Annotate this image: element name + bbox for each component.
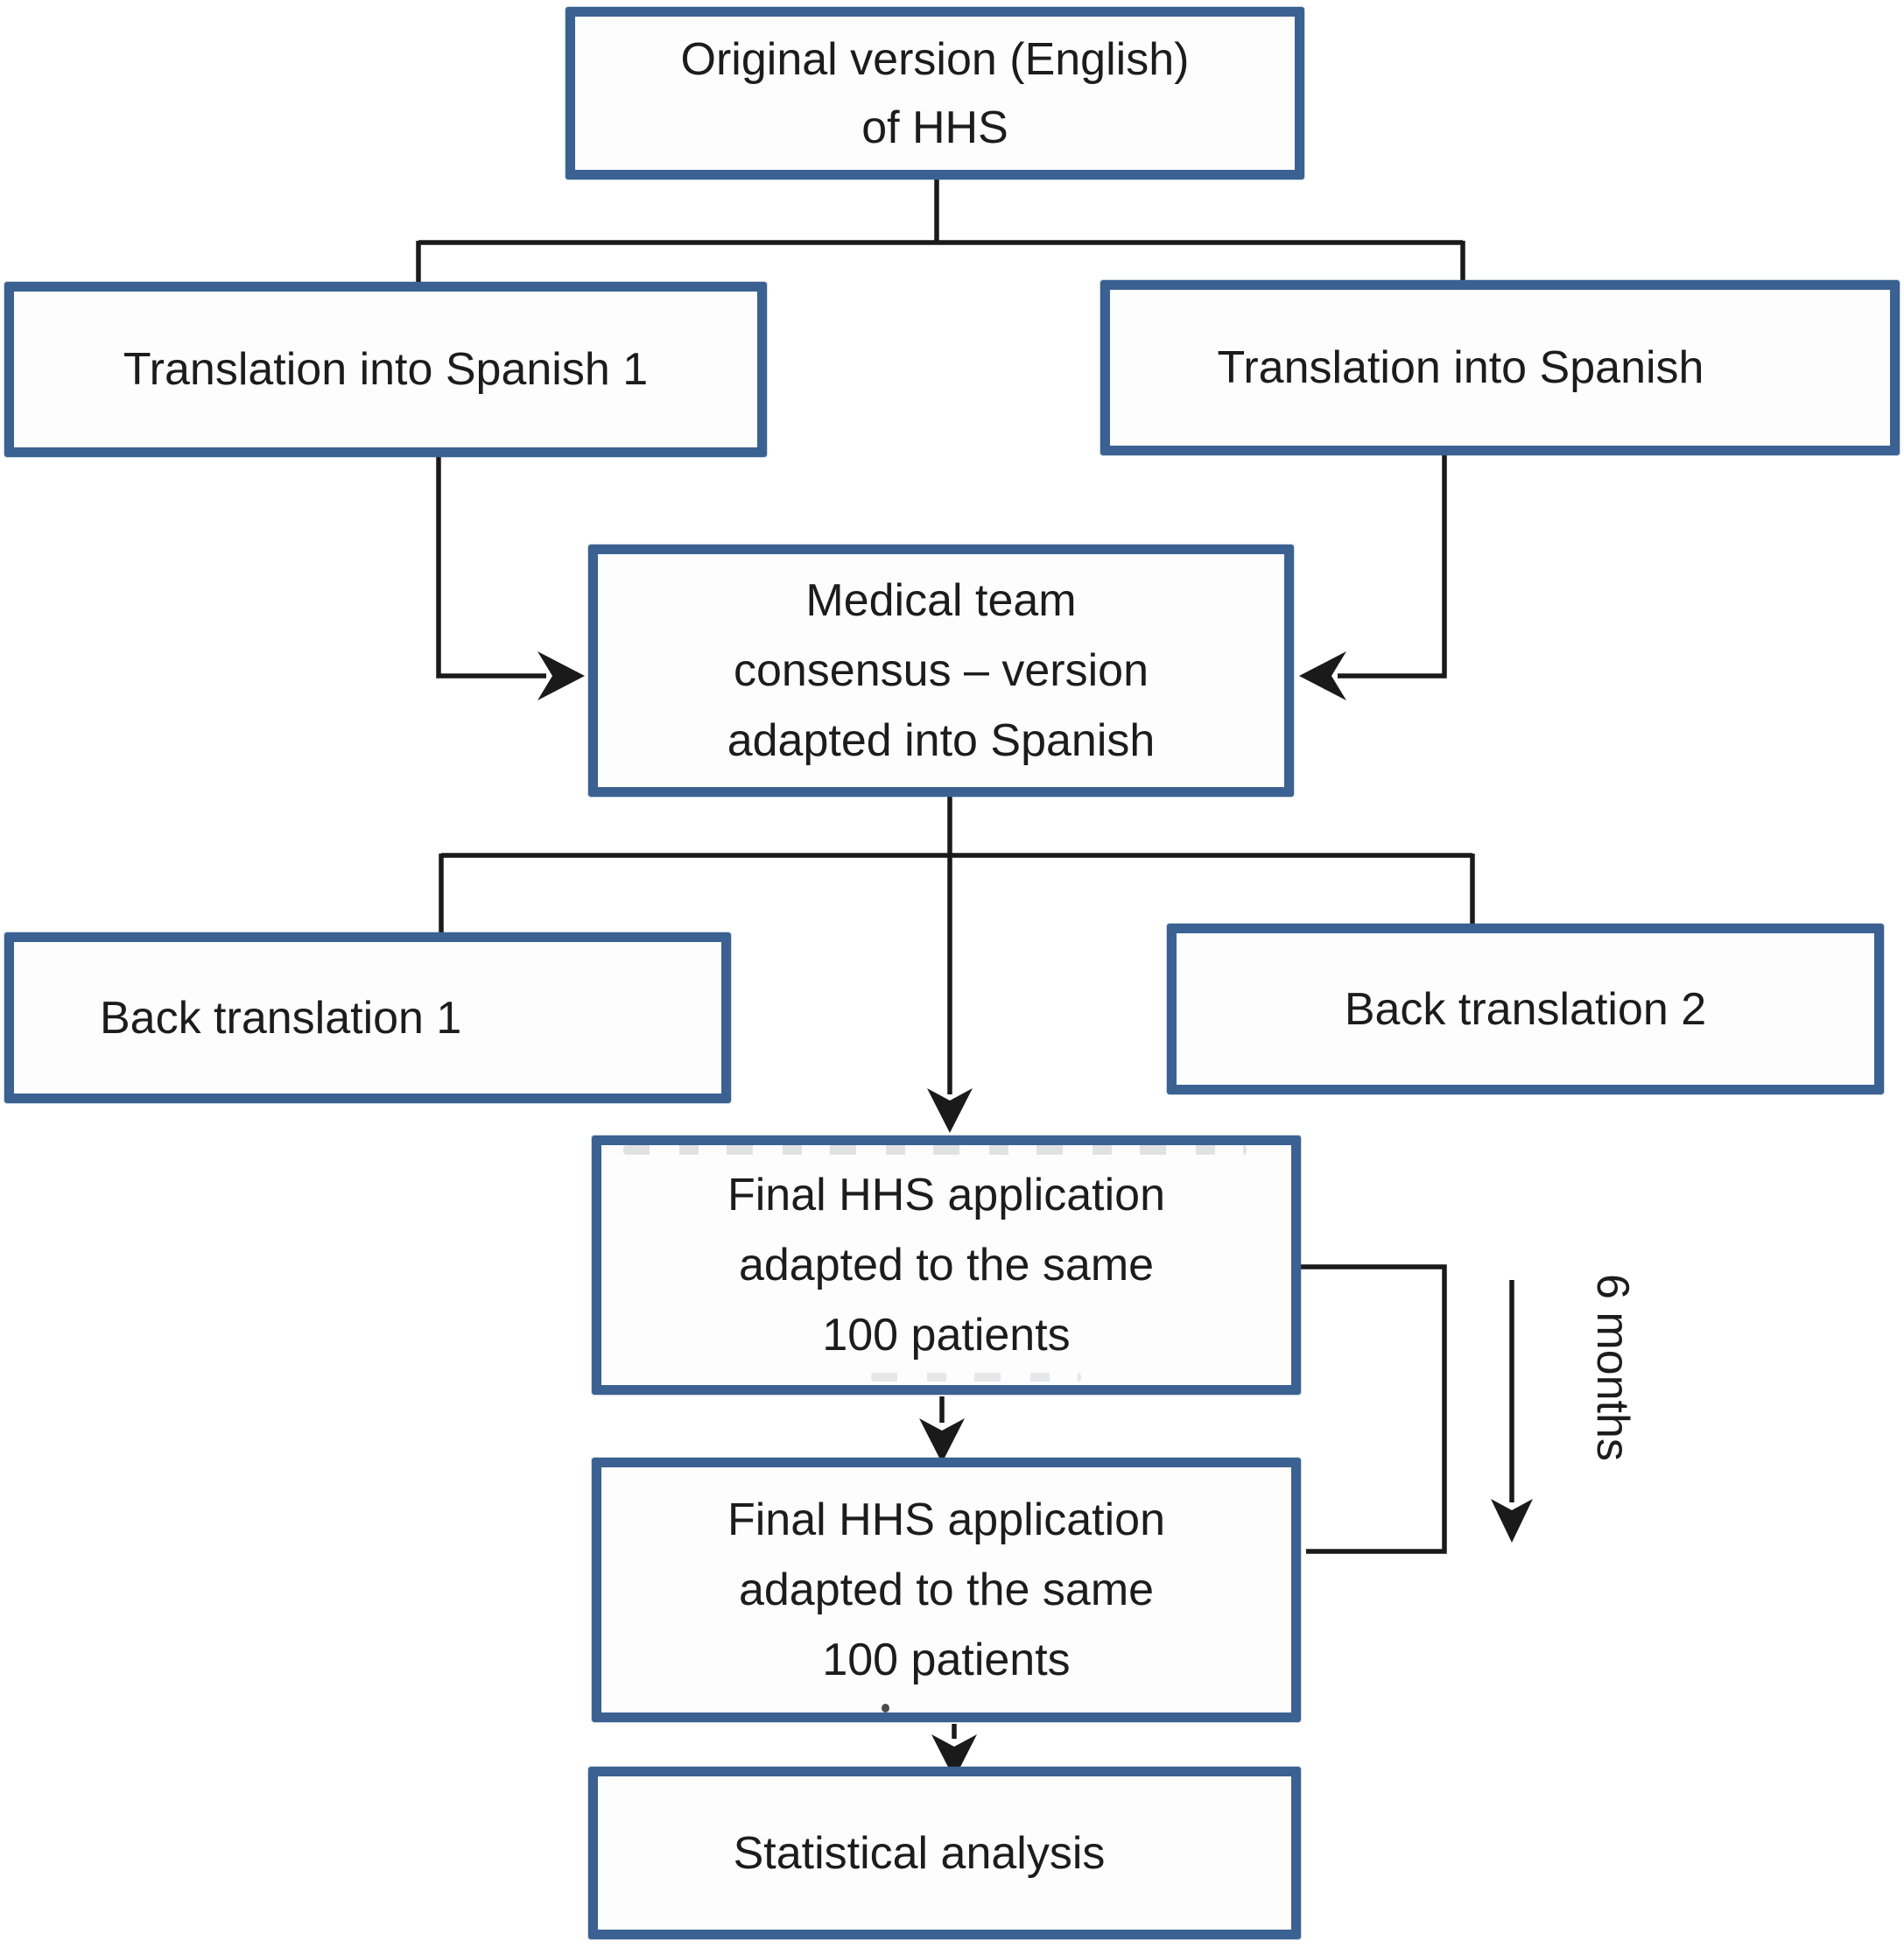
box-line: Original version (English) bbox=[680, 33, 1190, 85]
six-months-label: 6 months bbox=[1587, 1274, 1638, 1461]
box-translation-into-spanish-1: Translation into Spanish 1 bbox=[4, 282, 767, 457]
box-line: Translation into Spanish 1 bbox=[123, 344, 649, 395]
box-line: adapted into Spanish bbox=[727, 715, 1156, 766]
box-final-hhs-application-2: Final HHS application adapted to the sam… bbox=[592, 1458, 1301, 1722]
ghost-text-artifact bbox=[871, 1373, 1081, 1382]
box-line: adapted to the same bbox=[738, 1565, 1155, 1615]
box-line: 100 patients bbox=[822, 1310, 1071, 1361]
arrowhead-down-final1 bbox=[927, 1088, 973, 1133]
connector-retest-loop bbox=[1301, 1264, 1447, 1554]
arrowhead-down-six-months bbox=[1491, 1499, 1533, 1543]
box-original-version: Original version (English) of HHS bbox=[566, 7, 1304, 179]
box-back-translation-2: Back translation 2 bbox=[1167, 924, 1884, 1094]
box-line: consensus – version bbox=[733, 645, 1149, 696]
ghost-text-artifact bbox=[623, 1145, 1247, 1155]
connector-translation2-to-consensus bbox=[1338, 455, 1447, 679]
box-statistical-analysis: Statistical analysis bbox=[588, 1767, 1301, 1939]
box-line: Translation into Spanish bbox=[1217, 342, 1704, 393]
dot-artifact bbox=[882, 1704, 889, 1712]
box-line: Back translation 2 bbox=[1344, 983, 1707, 1035]
box-line: 100 patients bbox=[822, 1635, 1071, 1685]
arrowhead-left bbox=[1299, 651, 1346, 700]
box-translation-into-spanish-2: Translation into Spanish bbox=[1100, 280, 1900, 455]
arrowhead-right bbox=[537, 651, 585, 700]
box-back-translation-1: Back translation 1 bbox=[4, 932, 731, 1103]
box-medical-team-consensus: Medical team consensus – version adapted… bbox=[588, 545, 1294, 797]
box-final-hhs-application-1: Final HHS application adapted to the sam… bbox=[592, 1136, 1301, 1395]
connector-translation1-to-consensus bbox=[436, 457, 546, 679]
box-line: adapted to the same bbox=[738, 1240, 1155, 1290]
box-line: Statistical analysis bbox=[733, 1827, 1106, 1879]
arrowhead-down-final2 bbox=[919, 1418, 965, 1463]
box-line: Medical team bbox=[805, 575, 1077, 626]
box-line: of HHS bbox=[861, 102, 1008, 153]
box-line: Final HHS application bbox=[727, 1494, 1166, 1545]
box-line: Back translation 1 bbox=[100, 992, 462, 1044]
box-line: Final HHS application bbox=[727, 1170, 1166, 1220]
